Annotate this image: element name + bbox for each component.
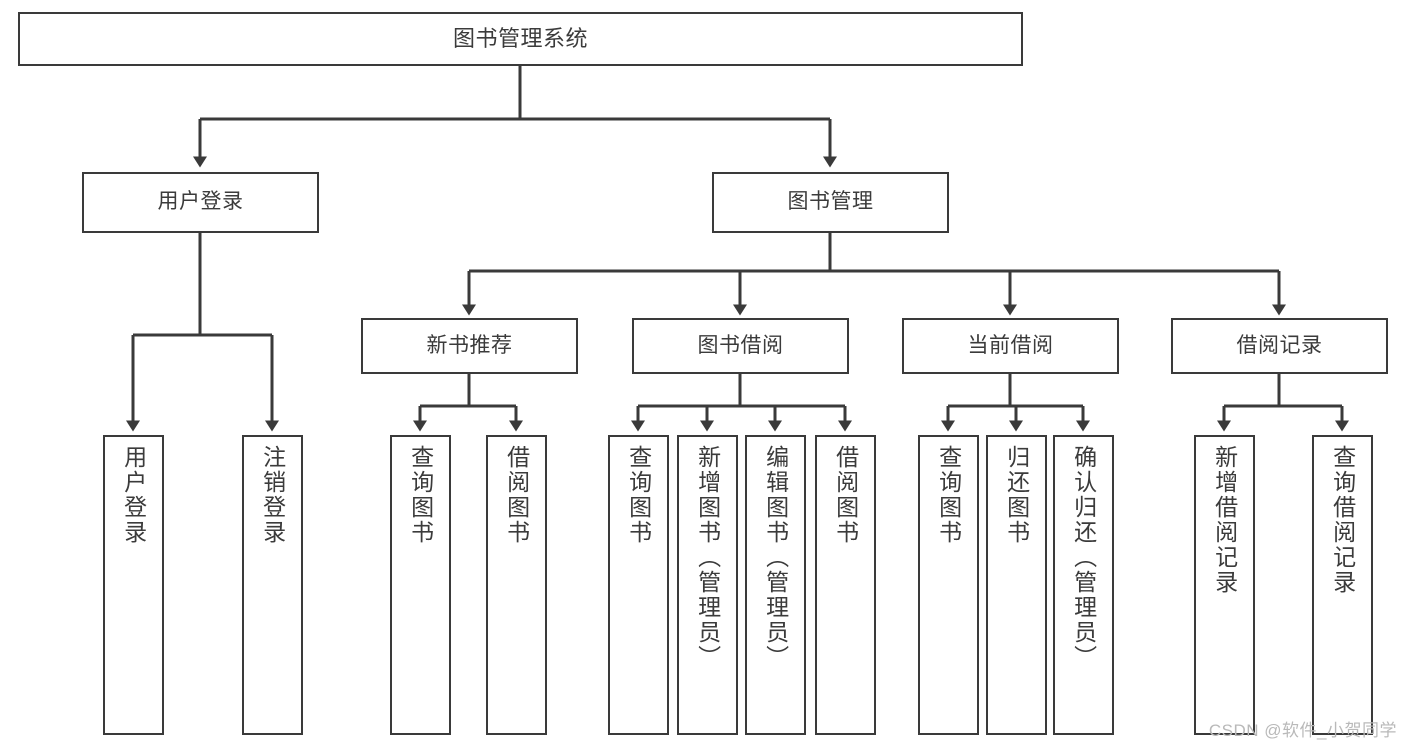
node-label: 编辑图书（管理员） [762, 445, 789, 670]
node-label: 图书借阅 [697, 333, 784, 357]
node-current-borrow[interactable]: 当前借阅 [902, 318, 1119, 374]
leaf-query-book-recommend[interactable]: 查询图书 [390, 435, 451, 735]
leaf-query-borrow-record[interactable]: 查询借阅记录 [1312, 435, 1373, 735]
node-label: 图书管理系统 [452, 26, 588, 52]
node-label: 查询借阅记录 [1329, 445, 1356, 595]
leaf-query-book-current[interactable]: 查询图书 [918, 435, 979, 735]
node-label: 当前借阅 [967, 333, 1054, 357]
node-label: 归还图书 [1003, 445, 1030, 545]
node-label: 借阅图书 [503, 445, 530, 545]
node-label: 新增图书（管理员） [694, 445, 721, 670]
node-label: 查询图书 [935, 445, 962, 545]
node-label: 用户登录 [120, 445, 147, 545]
leaf-add-book-admin[interactable]: 新增图书（管理员） [677, 435, 738, 735]
leaf-user-login[interactable]: 用户登录 [103, 435, 164, 735]
leaf-borrow-book[interactable]: 借阅图书 [815, 435, 876, 735]
node-label: 查询图书 [625, 445, 652, 545]
node-label: 借阅图书 [832, 445, 859, 545]
node-root-system[interactable]: 图书管理系统 [18, 12, 1023, 66]
leaf-return-book[interactable]: 归还图书 [986, 435, 1047, 735]
leaf-confirm-return-admin[interactable]: 确认归还（管理员） [1053, 435, 1114, 735]
node-user-login[interactable]: 用户登录 [82, 172, 319, 233]
node-label: 注销登录 [259, 445, 286, 545]
leaf-borrow-book-recommend[interactable]: 借阅图书 [486, 435, 547, 735]
watermark: CSDN @软件_小贺同学 [1208, 721, 1397, 740]
node-new-book-recommend[interactable]: 新书推荐 [361, 318, 578, 374]
leaf-logout-login[interactable]: 注销登录 [242, 435, 303, 735]
node-label: 查询图书 [407, 445, 434, 545]
node-label: 确认归还（管理员） [1070, 445, 1097, 670]
leaf-query-book-borrow[interactable]: 查询图书 [608, 435, 669, 735]
node-label: 新书推荐 [426, 333, 513, 357]
node-label: 用户登录 [157, 190, 244, 214]
leaf-edit-book-admin[interactable]: 编辑图书（管理员） [745, 435, 806, 735]
node-label: 新增借阅记录 [1211, 445, 1238, 595]
node-book-manage[interactable]: 图书管理 [712, 172, 949, 233]
leaf-add-borrow-record[interactable]: 新增借阅记录 [1194, 435, 1255, 735]
node-book-borrow[interactable]: 图书借阅 [632, 318, 849, 374]
node-label: 借阅记录 [1236, 333, 1323, 357]
node-borrow-record[interactable]: 借阅记录 [1171, 318, 1388, 374]
node-label: 图书管理 [787, 190, 874, 214]
